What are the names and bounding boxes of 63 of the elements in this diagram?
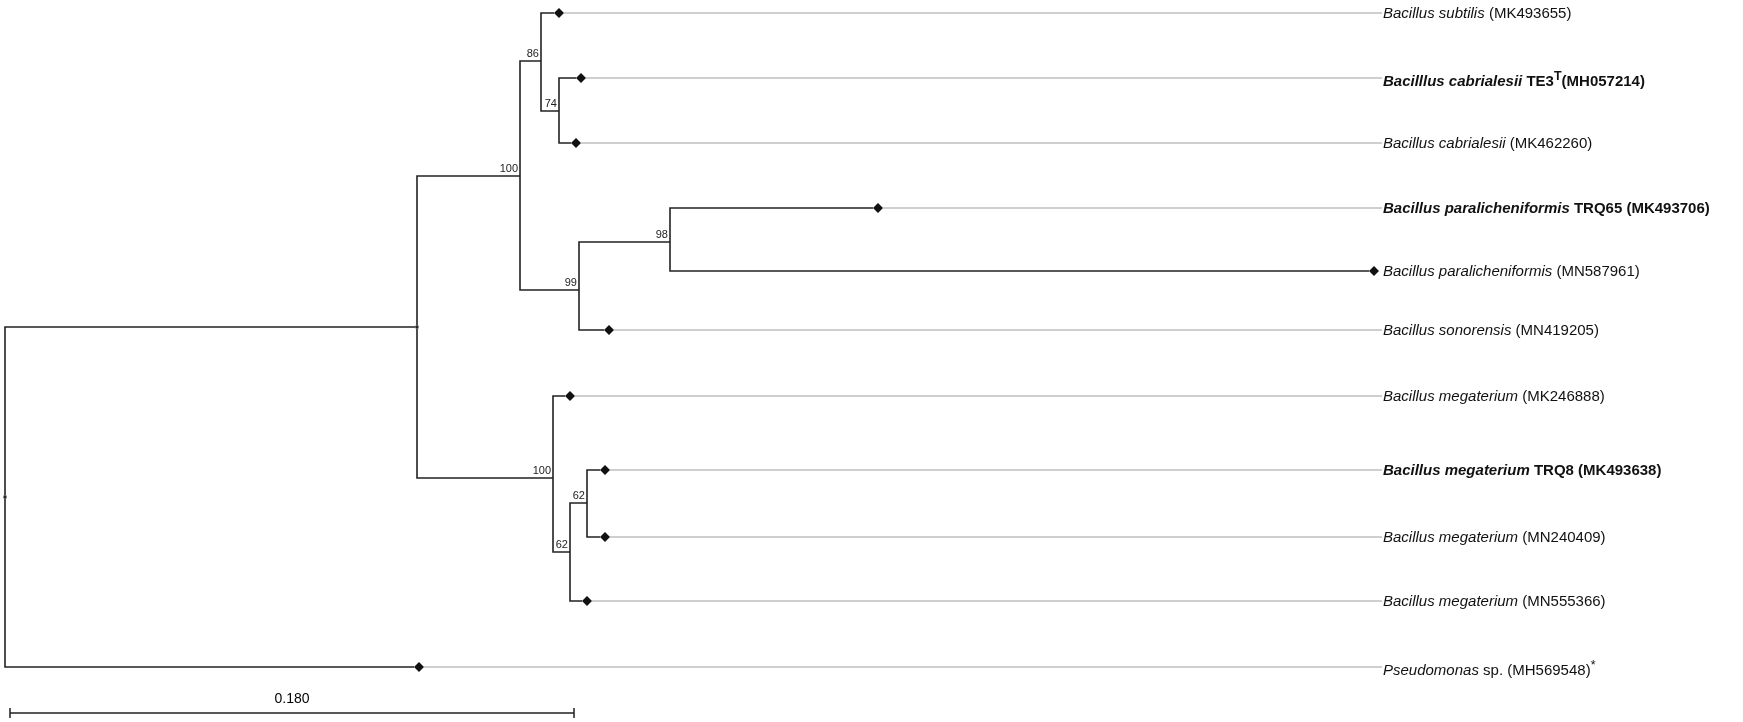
branch-point [415,325,419,329]
taxon-label: Bacilllus cabrialesii TE3$^{T}$(MH057214) [1382,66,1645,90]
branch-line [586,502,601,538]
tip-marker [414,662,424,672]
branch-line [416,327,554,479]
tip-marker [565,391,575,401]
leader-line [613,329,1383,331]
branch-line [540,12,555,62]
tip-marker [576,73,586,83]
branch-line [558,110,572,144]
leader-line [609,536,1383,538]
branch-line [4,497,415,668]
taxon-label: Bacillus paralicheniformis (MN587961) [1382,262,1640,280]
leader-line [882,207,1383,209]
leader-line [609,469,1383,471]
taxon-label: Bacillus cabrialesii (MK462260) [1382,134,1593,152]
leader-line [574,395,1383,397]
tip-marker [600,465,610,475]
branch-line [669,207,874,243]
tip-marker [571,138,581,148]
taxon-label: Bacillus paralicheniformis TRQ65 (MK493706) [1382,199,1710,217]
branch-line [558,77,577,112]
bootstrap-value: 74 [544,98,559,111]
tip-marker [582,596,592,606]
leader-line [563,12,1383,14]
tip-marker [600,532,610,542]
branch-line [552,395,566,479]
branch-point [3,495,7,499]
branch-line [540,60,560,112]
leader-line [591,600,1383,602]
bootstrap-value: 100 [499,163,520,176]
taxon-label: Bacillus megaterium (MK246888) [1382,387,1605,405]
branch-line [519,60,542,177]
branch-line [578,289,605,331]
bootstrap-value: 62 [555,539,570,552]
bootstrap-value: 86 [526,48,541,61]
bootstrap-value: 100 [532,465,553,478]
scale-value: 0.180 [274,690,310,706]
taxon-label: Bacillus megaterium (MN555366) [1382,592,1606,610]
tip-marker [604,325,614,335]
taxon-label: Bacillus subtilis (MK493655) [1382,4,1572,22]
branch-line [519,175,580,291]
leader-line [580,142,1383,144]
leader-line [423,666,1383,668]
bootstrap-value: 98 [655,229,670,242]
bootstrap-value: 99 [564,277,579,290]
branch-line [416,175,521,327]
taxon-label: Bacillus megaterium TRQ8 (MK493638) [1382,461,1662,479]
branch-line [569,551,583,602]
branch-line [578,241,671,291]
branch-line [586,469,601,504]
taxon-label: Bacillus sonorensis (MN419205) [1382,321,1599,339]
tip-marker [1369,266,1379,276]
tip-marker [873,203,883,213]
branch-line [552,477,571,553]
taxon-label: Pseudomonas sp. (MH569548)$^{*}$ [1382,655,1596,679]
tip-marker [554,8,564,18]
branch-line [669,241,1370,272]
bootstrap-value: 62 [572,490,587,503]
branch-line [4,326,417,497]
taxon-label: Bacillus megaterium (MN240409) [1382,528,1606,546]
leader-line [585,77,1383,79]
branch-line [569,502,588,553]
